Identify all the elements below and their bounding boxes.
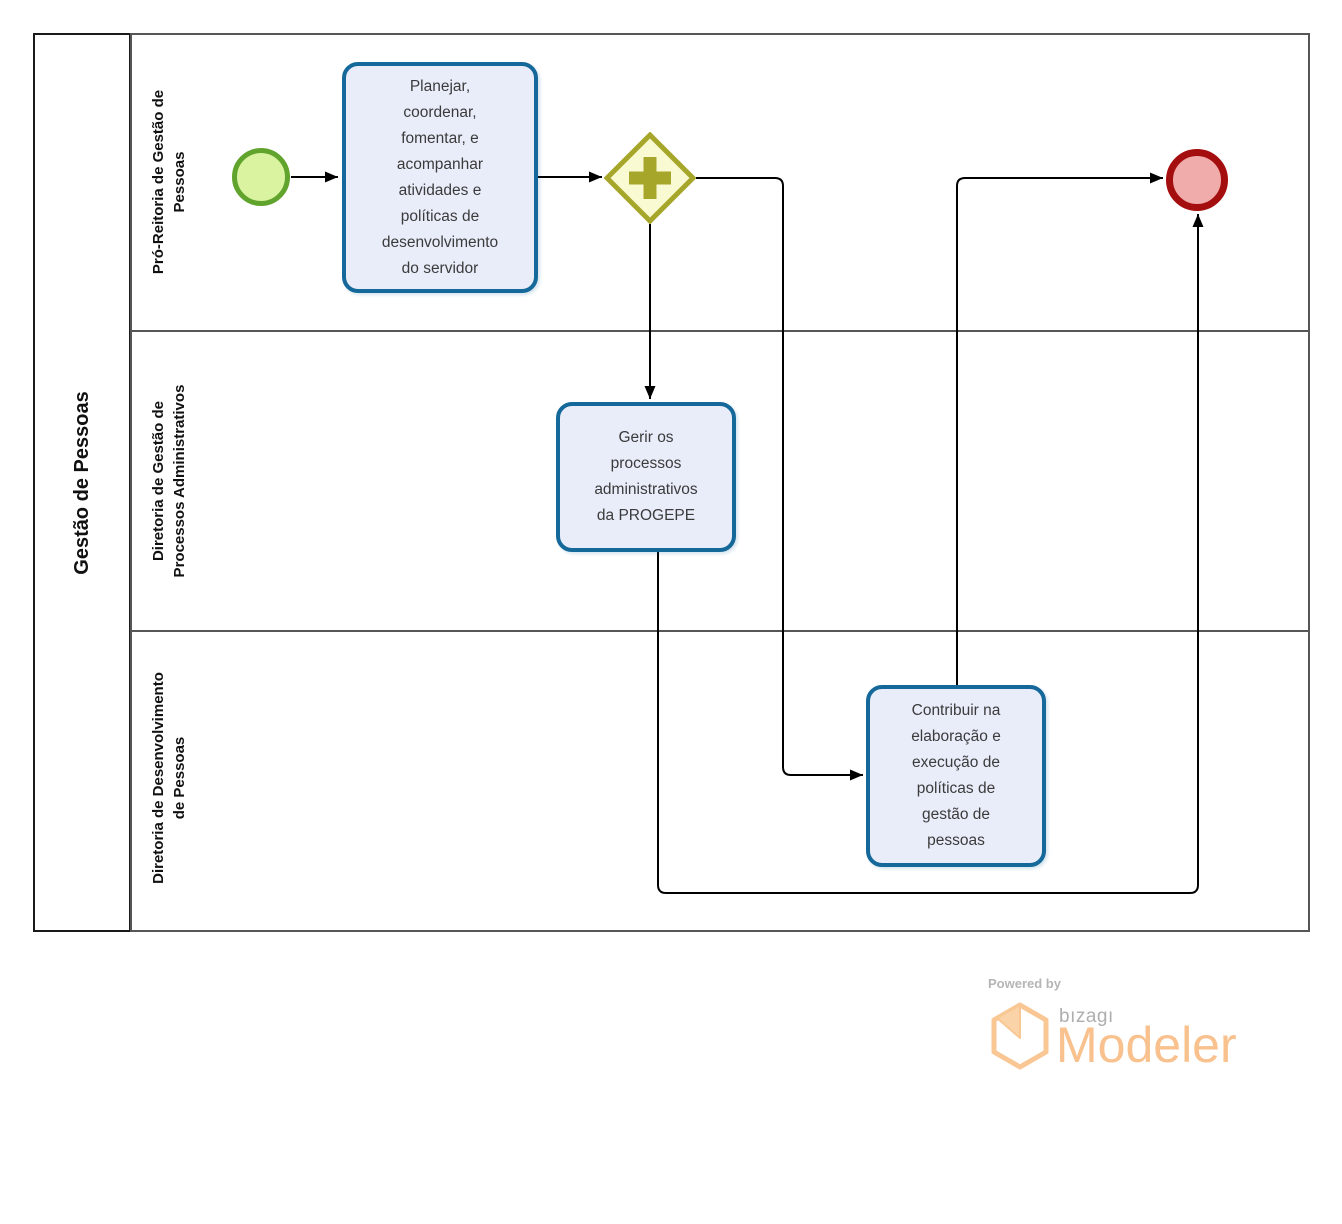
task-contribuir[interactable]: Contribuir na elaboração e execução de p… <box>866 685 1046 867</box>
end-event[interactable] <box>1166 149 1228 211</box>
flow-gateway-to-contribuir[interactable] <box>696 177 863 781</box>
task-gerir[interactable]: Gerir os processos administrativos da PR… <box>556 402 736 552</box>
bizagi-hexagon-icon <box>991 1002 1049 1075</box>
lane-separator-2 <box>130 630 1310 632</box>
plus-icon <box>629 157 671 199</box>
lane-label-pro-reitoria: Pró-Reitoria de Gestão de Pessoas <box>150 89 188 275</box>
task-planejar[interactable]: Planejar, coordenar, fomentar, e acompan… <box>342 62 538 293</box>
parallel-gateway[interactable] <box>603 131 697 225</box>
pool-header <box>33 33 131 932</box>
lane-label-diretoria-processos: Diretoria de Gestão de Processos Adminis… <box>150 384 188 578</box>
lane-label-diretoria-desenvolvimento: Diretoria de Desenvolvimento de Pessoas <box>150 672 188 884</box>
task-gerir-label: Gerir os processos administrativos da PR… <box>594 429 698 524</box>
pool-title: Gestão de Pessoas <box>71 391 93 575</box>
flow-contribuir-to-end[interactable] <box>956 172 1163 685</box>
modeler-product-text: Modeler <box>1056 1017 1237 1073</box>
task-contribuir-label: Contribuir na elaboração e execução de p… <box>911 702 1001 849</box>
start-event[interactable] <box>232 148 290 206</box>
flow-gerir-to-end[interactable] <box>657 214 1204 894</box>
powered-by-text: Powered by <box>988 976 1061 991</box>
lane-separator-1 <box>130 330 1310 332</box>
task-planejar-label: Planejar, coordenar, fomentar, e acompan… <box>381 77 499 277</box>
bizagi-brand-text: bızagı <box>1059 1006 1114 1027</box>
